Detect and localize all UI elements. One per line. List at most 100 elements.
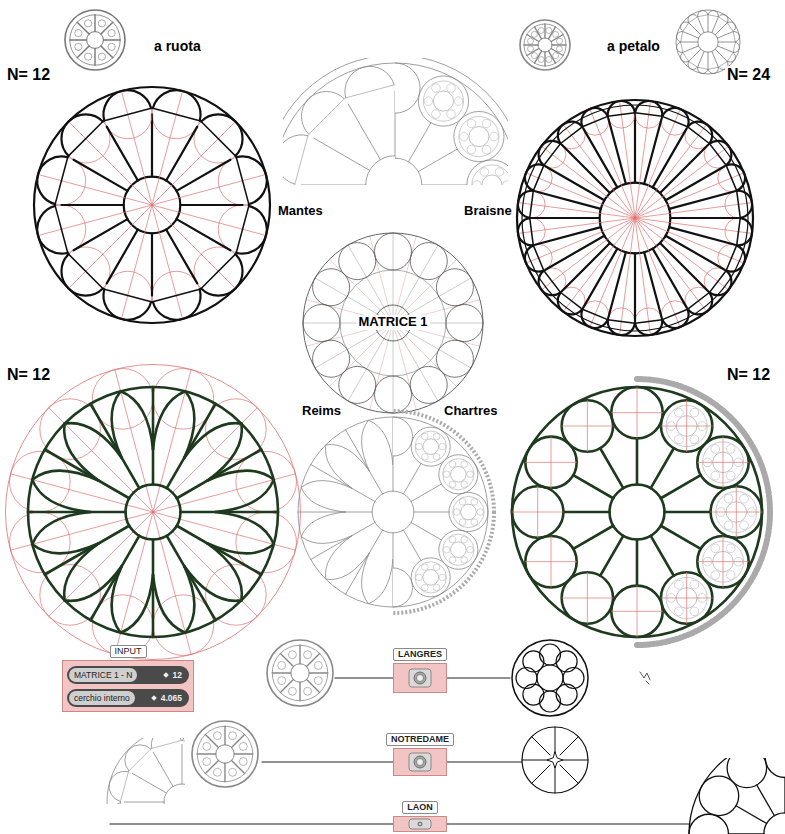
component-name: LAON <box>402 801 438 814</box>
oculus-detail <box>423 570 439 586</box>
oculus-detail <box>703 557 712 566</box>
arch-base <box>295 136 308 184</box>
arch-base <box>152 740 182 748</box>
spoke <box>636 540 639 586</box>
oculus-detail <box>711 544 720 553</box>
spoke <box>348 104 380 160</box>
oculus-detail <box>726 445 735 454</box>
arch-base <box>635 320 662 324</box>
construction-line <box>121 205 152 319</box>
oculus-detail <box>461 481 468 488</box>
oculus-detail <box>433 584 440 591</box>
arch-base <box>662 116 687 126</box>
arch <box>103 289 151 320</box>
matrix-label: MATRICE 1 <box>356 315 429 330</box>
pointed-arch <box>362 553 393 604</box>
arch <box>708 11 718 17</box>
arch-base <box>727 53 733 62</box>
component-box <box>393 663 447 693</box>
spoke <box>544 24 545 38</box>
result-spoke <box>562 760 588 761</box>
window-name: Mantes <box>276 204 325 219</box>
spoke <box>418 149 457 171</box>
oculus-detail <box>690 580 699 589</box>
arch <box>677 32 683 42</box>
spoke <box>177 526 261 575</box>
spoke <box>666 166 725 200</box>
arch <box>608 320 635 335</box>
spoke <box>403 464 421 494</box>
result-spoke <box>555 767 556 793</box>
arch-base <box>183 740 185 748</box>
spoke <box>91 536 140 620</box>
oculus-detail <box>461 536 468 543</box>
result-petal <box>556 651 577 672</box>
construction-line <box>526 173 635 218</box>
oculus-detail <box>432 110 441 119</box>
slider-value: 4.065 <box>161 689 182 707</box>
oculus-detail <box>451 542 467 558</box>
oculus-detail <box>676 416 697 437</box>
construction-line <box>686 400 687 451</box>
arch-base <box>681 32 683 42</box>
icon-frame <box>409 669 431 687</box>
construction-line <box>635 218 744 263</box>
small-oculus <box>98 20 105 27</box>
arch-base <box>582 309 607 319</box>
spoke <box>728 833 763 834</box>
type-label: a petalo <box>605 38 662 54</box>
spoke <box>698 18 704 33</box>
spoke <box>132 773 166 793</box>
construction-line <box>635 218 650 335</box>
matrix-circle <box>303 233 483 413</box>
spoke <box>45 450 129 499</box>
spoke <box>600 536 623 576</box>
oculus-detail <box>717 508 726 517</box>
oculus-detail <box>443 534 474 565</box>
construction-line <box>686 572 687 623</box>
oculus-detail <box>423 81 463 121</box>
oculus-detail <box>453 496 484 527</box>
oculus-detail <box>433 453 440 460</box>
spoke <box>45 526 129 575</box>
arch-base <box>733 42 735 52</box>
spoke <box>563 511 609 514</box>
spoke <box>717 46 732 52</box>
arch <box>37 156 68 204</box>
oculus-detail <box>667 422 676 431</box>
spoke <box>272 672 290 673</box>
matrix-line <box>329 259 393 323</box>
matrix-circle <box>313 340 350 377</box>
construction-line <box>152 205 266 236</box>
spoke <box>205 761 218 774</box>
oculus-detail <box>726 502 747 523</box>
outer-ring <box>283 63 395 185</box>
window-name: Chartres <box>442 404 499 419</box>
small-oculus <box>98 53 105 60</box>
construction-line <box>518 218 635 233</box>
oculus-detail <box>443 546 450 553</box>
oculus-detail <box>724 494 733 503</box>
icon-disc <box>419 823 422 826</box>
spoke <box>309 672 327 673</box>
oculus-detail <box>422 453 429 460</box>
spoke <box>411 522 441 540</box>
small-oculus <box>304 687 312 695</box>
spoke <box>684 32 699 38</box>
outer-ring <box>393 417 488 607</box>
slider-name: cerchio interno <box>69 691 135 705</box>
spoke <box>177 450 261 499</box>
small-oculus <box>75 30 82 37</box>
small-oculus <box>538 56 544 62</box>
arch-base <box>561 127 583 144</box>
window-name: Reims <box>300 404 343 419</box>
spoke <box>232 761 245 774</box>
arch <box>635 101 662 116</box>
arch <box>518 218 533 245</box>
construction-line <box>69 205 152 288</box>
arch-base <box>698 15 708 17</box>
oculus-detail <box>416 574 423 581</box>
arch-base <box>104 289 151 302</box>
small-oculus <box>531 31 537 37</box>
